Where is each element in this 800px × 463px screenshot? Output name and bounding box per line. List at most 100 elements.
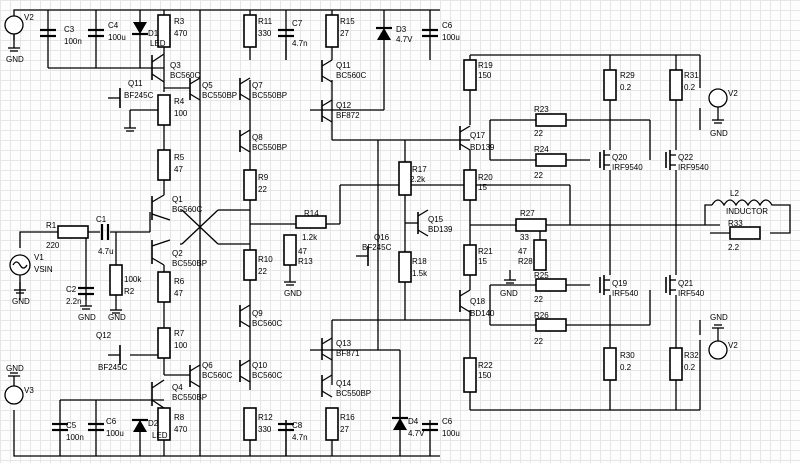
resistor-r14 xyxy=(295,215,327,229)
gnd-icon xyxy=(14,275,26,294)
transistor-q4 xyxy=(151,379,165,409)
label-q4: Q4 xyxy=(172,383,183,392)
resistor-r25 xyxy=(535,278,567,292)
gnd-icon xyxy=(712,107,724,124)
label-l2: L2 xyxy=(730,189,739,198)
label-q10: Q10 xyxy=(252,361,268,370)
label-v2-top: V2 xyxy=(24,13,34,22)
sources xyxy=(4,15,778,405)
label-c6b: C6 xyxy=(442,21,453,30)
dc-source-v2-top xyxy=(4,15,24,35)
resistor-r1 xyxy=(57,225,89,239)
label-r26-value: 22 xyxy=(534,337,543,346)
label-r11-value: 330 xyxy=(258,29,272,38)
label-q8-value: BC550BP xyxy=(252,143,287,152)
label-q15-value: BD139 xyxy=(428,225,453,234)
zener-d4 xyxy=(393,418,407,430)
label-vsin: VSIN xyxy=(34,265,53,274)
label-c5-value: 100n xyxy=(66,433,84,442)
resistor-r33 xyxy=(729,226,761,240)
label-c7: C7 xyxy=(292,19,303,28)
label-r25: R25 xyxy=(534,271,549,280)
label-r10-value: 22 xyxy=(258,267,267,276)
label-gnd: GND xyxy=(12,297,30,306)
label-q13: Q13 xyxy=(336,339,352,348)
label-r23-value: 22 xyxy=(534,129,543,138)
label-r12: R12 xyxy=(258,413,273,422)
label-q20: Q20 xyxy=(612,153,628,162)
resistor-r5 xyxy=(157,149,171,181)
label-v1: V1 xyxy=(34,253,44,262)
transistor-q3 xyxy=(151,53,165,83)
resistor-r17 xyxy=(398,161,412,196)
label-r13-value: 47 xyxy=(298,247,307,256)
label-c3: C3 xyxy=(64,25,75,34)
label-c4-value: 100u xyxy=(108,33,126,42)
label-d3: D3 xyxy=(396,25,407,34)
label-r9: R9 xyxy=(258,173,269,182)
resistor-r7 xyxy=(157,327,171,359)
label-q5-value: BC550BP xyxy=(202,91,237,100)
resistor-r18 xyxy=(398,251,412,283)
ground-symbols xyxy=(8,34,724,386)
label-r16-value: 27 xyxy=(340,425,349,434)
label-r25-value: 22 xyxy=(534,295,543,304)
label-r33: R33 xyxy=(728,219,743,228)
capacitor-c8 xyxy=(278,422,294,432)
gnd-icon xyxy=(712,324,724,341)
label-c7-value: 4.7n xyxy=(292,39,308,48)
label-r2: R2 xyxy=(124,287,135,296)
label-r5-value: 47 xyxy=(174,165,183,174)
label-v2-right-bottom: V2 xyxy=(728,341,738,350)
label-q17: Q17 xyxy=(470,131,486,140)
label-gnd: GND xyxy=(108,313,126,322)
resistor-r19 xyxy=(463,59,477,91)
label-q7-value: BC550BP xyxy=(252,91,287,100)
transistor-q13 xyxy=(321,337,333,361)
label-r27-value: 33 xyxy=(520,233,529,242)
label-q9-value: BC560C xyxy=(252,319,282,328)
label-r4-value: 100 xyxy=(174,109,188,118)
label-q18: Q18 xyxy=(470,297,486,306)
label-c2: C2 xyxy=(66,285,77,294)
mosfet-q19 xyxy=(599,275,610,295)
label-r28-value: 47 xyxy=(518,247,527,256)
label-r15-value: 27 xyxy=(340,29,349,38)
resistor-r28 xyxy=(533,239,547,271)
label-q11b-value: BC560C xyxy=(336,71,366,80)
resistor-r23 xyxy=(535,113,567,127)
transistor-q17 xyxy=(459,125,471,151)
label-q20-value: IRF9540 xyxy=(612,163,643,172)
label-r9-value: 22 xyxy=(258,185,267,194)
transistor-q14 xyxy=(321,374,333,398)
label-q12b: Q12 xyxy=(96,331,112,340)
label-r33-value: 2.2 xyxy=(728,243,740,252)
resistor-r3 xyxy=(157,14,171,48)
label-gnd: GND xyxy=(6,364,24,373)
label-q1-value: BC560C xyxy=(172,205,202,214)
label-c6b-value: 100u xyxy=(442,33,460,42)
label-q12b-value: BF245C xyxy=(98,363,128,372)
gnd-icon xyxy=(504,270,516,284)
label-q7: Q7 xyxy=(252,81,263,90)
label-r19-value: 150 xyxy=(478,71,492,80)
label-gnd: GND xyxy=(500,289,518,298)
label-c8-value: 4.7n xyxy=(292,433,308,442)
transistor-q2 xyxy=(151,239,171,266)
label-q22-value: IRF9540 xyxy=(678,163,709,172)
label-r2-value: 100k xyxy=(124,275,142,284)
transistor-q1 xyxy=(151,194,171,221)
label-q11a: Q11 xyxy=(128,79,143,88)
gnd-icon xyxy=(8,34,20,52)
label-c6a: C6 xyxy=(106,417,117,426)
gnd-icon xyxy=(124,110,136,132)
transistor-q7 xyxy=(239,77,251,101)
resistor-r9 xyxy=(243,169,257,201)
label-r17: R17 xyxy=(412,165,427,174)
label-c3-value: 100n xyxy=(64,37,82,46)
label-c8: C8 xyxy=(292,421,303,430)
capacitor-c7 xyxy=(278,28,294,38)
label-r24: R24 xyxy=(534,145,549,154)
resistor-r16 xyxy=(325,407,339,441)
label-q5: Q5 xyxy=(202,81,213,90)
